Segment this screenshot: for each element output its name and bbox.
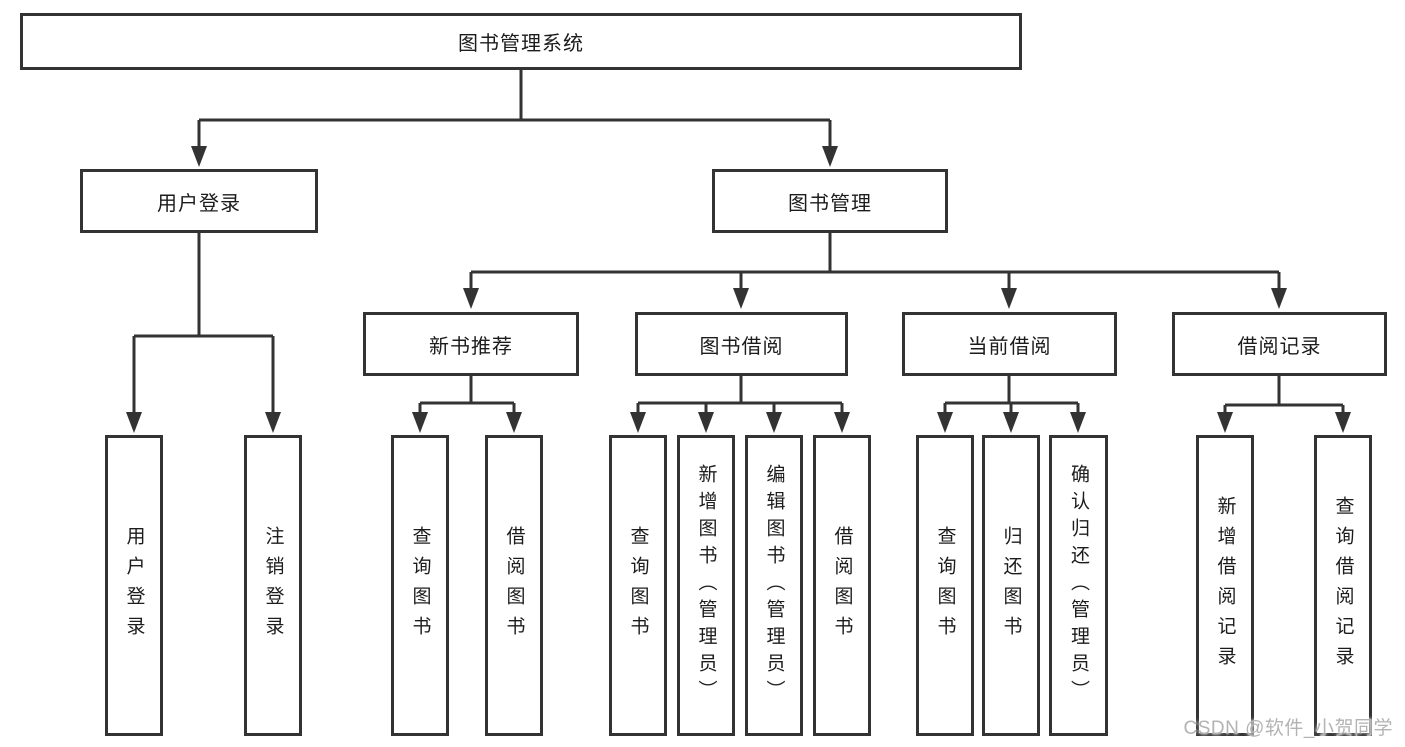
node-new-book-recommend: 新书推荐 bbox=[363, 312, 579, 376]
node-query-books-borrow: 查询图书 bbox=[609, 435, 667, 736]
node-label: 用户登录 bbox=[123, 525, 145, 646]
node-current-borrow: 当前借阅 bbox=[902, 312, 1117, 376]
watermark: CSDN @软件_小贺同学 bbox=[1183, 718, 1393, 739]
arrowheads bbox=[126, 146, 1351, 433]
arrow-down-icon bbox=[1070, 412, 1086, 433]
node-confirm-return-admin: 确认归还（管理员） bbox=[1049, 435, 1108, 736]
arrow-down-icon bbox=[265, 412, 281, 433]
node-label: 注销登录 bbox=[262, 525, 284, 646]
arrow-down-icon bbox=[1271, 288, 1287, 309]
node-borrow-books-recommend: 借阅图书 bbox=[485, 435, 543, 736]
arrow-down-icon bbox=[412, 412, 428, 433]
arrow-down-icon bbox=[733, 288, 749, 309]
node-book-management: 图书管理 bbox=[712, 169, 948, 233]
node-label: 新增借阅记录 bbox=[1214, 495, 1236, 676]
node-label: 查询图书 bbox=[409, 525, 431, 646]
node-label: 借阅图书 bbox=[831, 525, 853, 646]
node-borrow-records: 借阅记录 bbox=[1172, 312, 1387, 376]
arrow-down-icon bbox=[834, 412, 850, 433]
edge-borrow-records-children bbox=[1223, 376, 1345, 424]
node-label: 新增图书（管理员） bbox=[695, 464, 717, 707]
node-label: 用户登录 bbox=[157, 192, 241, 215]
arrow-down-icon bbox=[822, 146, 838, 167]
arrow-down-icon bbox=[1217, 412, 1233, 433]
arrow-down-icon bbox=[1001, 288, 1017, 309]
node-library-management-system: 图书管理系统 bbox=[20, 13, 1022, 70]
arrow-down-icon bbox=[937, 412, 953, 433]
edge-root-to-level2 bbox=[197, 69, 832, 158]
node-add-borrow-record: 新增借阅记录 bbox=[1196, 435, 1254, 736]
node-label: 借阅记录 bbox=[1237, 335, 1322, 358]
arrow-down-icon bbox=[1003, 412, 1019, 433]
arrow-down-icon bbox=[630, 412, 646, 433]
node-label: 图书管理 bbox=[788, 192, 872, 215]
arrow-down-icon bbox=[126, 412, 142, 433]
node-logout-action: 注销登录 bbox=[244, 435, 302, 736]
node-label: 当前借阅 bbox=[967, 335, 1052, 358]
arrow-down-icon bbox=[463, 288, 479, 309]
arrow-down-icon bbox=[506, 412, 522, 433]
node-query-borrow-record: 查询借阅记录 bbox=[1314, 435, 1372, 736]
node-user-login-action: 用户登录 bbox=[105, 435, 163, 736]
node-add-book-admin: 新增图书（管理员） bbox=[677, 435, 735, 736]
arrow-down-icon bbox=[766, 412, 782, 433]
node-label: 借阅图书 bbox=[503, 525, 525, 646]
edge-book-borrow-children bbox=[636, 376, 844, 424]
arrow-down-icon bbox=[698, 412, 714, 433]
node-borrow-books-action: 借阅图书 bbox=[813, 435, 871, 736]
node-book-borrow: 图书借阅 bbox=[635, 312, 848, 376]
node-return-book: 归还图书 bbox=[982, 435, 1040, 736]
edge-new-book-recommend-children bbox=[418, 376, 516, 424]
node-query-books-recommend: 查询图书 bbox=[391, 435, 449, 736]
edge-user-login-children bbox=[132, 233, 275, 424]
node-label: 归还图书 bbox=[1000, 525, 1022, 646]
node-edit-book-admin: 编辑图书（管理员） bbox=[745, 435, 803, 736]
node-label: 查询图书 bbox=[627, 525, 649, 646]
arrow-down-icon bbox=[191, 146, 207, 167]
node-label: 图书借阅 bbox=[699, 335, 784, 358]
node-label: 图书管理系统 bbox=[458, 33, 584, 55]
edge-book-management-children bbox=[469, 233, 1281, 300]
node-user-login: 用户登录 bbox=[80, 169, 318, 233]
node-label: 新书推荐 bbox=[429, 335, 513, 358]
node-label: 编辑图书（管理员） bbox=[763, 464, 785, 707]
node-label: 确认归还（管理员） bbox=[1068, 464, 1089, 707]
node-label: 查询图书 bbox=[934, 525, 956, 646]
arrow-down-icon bbox=[1335, 412, 1351, 433]
node-label: 查询借阅记录 bbox=[1332, 495, 1354, 676]
node-query-books-current: 查询图书 bbox=[916, 435, 974, 736]
